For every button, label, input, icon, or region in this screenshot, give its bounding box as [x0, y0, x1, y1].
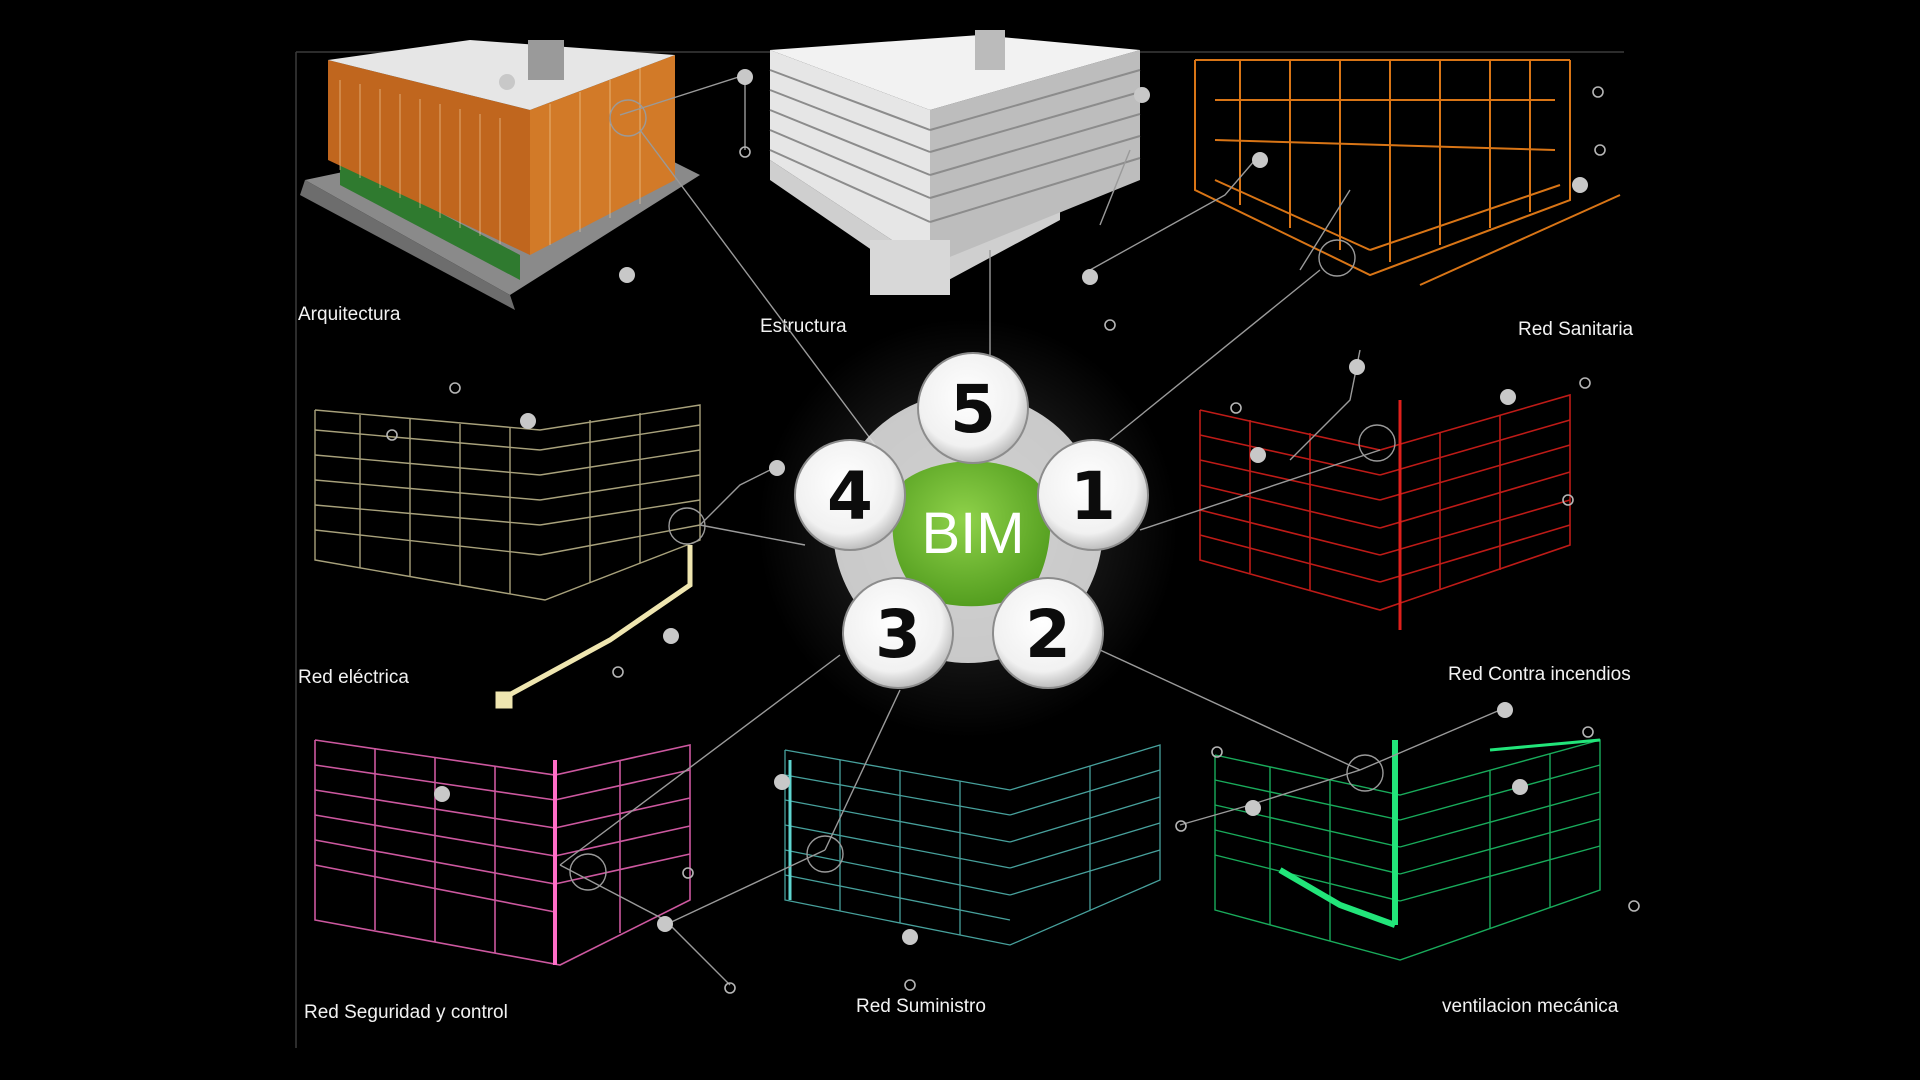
- panel-label-red-suministro: Red Suministro: [856, 996, 986, 1017]
- panel-ventilacion-mecanica: ventilacion mecánica: [1214, 738, 1619, 1017]
- hub-number-4: 4: [827, 458, 873, 535]
- bim-center-blob: [892, 461, 1051, 607]
- panel-label-red-contra-incendios: Red Contra incendios: [1448, 664, 1631, 685]
- panel-red-suministro: Red Suministro: [784, 744, 1161, 1017]
- hub-number-1: 1: [1070, 458, 1116, 535]
- panel-label-ventilacion-mecanica: ventilacion mecánica: [1442, 996, 1619, 1017]
- panel-label-red-electrica: Red eléctrica: [298, 667, 409, 688]
- hub-circle-2: 2: [992, 577, 1104, 689]
- panel-label-estructura: Estructura: [760, 316, 847, 337]
- panel-red-seguridad-control: Red Seguridad y control: [304, 739, 691, 1023]
- bim-hub: BIM 5 1 2 3 4: [758, 318, 1178, 738]
- panel-label-red-sanitaria: Red Sanitaria: [1518, 319, 1634, 340]
- panel-estructura: Estructura: [760, 30, 1141, 337]
- hub-circle-4: 4: [794, 439, 906, 551]
- panel-arquitectura: Arquitectura: [298, 40, 700, 325]
- panel-label-arquitectura: Arquitectura: [298, 304, 401, 325]
- hub-number-3: 3: [875, 596, 921, 673]
- hub-circle-1: 1: [1037, 439, 1149, 551]
- panel-label-red-seguridad-control: Red Seguridad y control: [304, 1002, 508, 1023]
- hub-number-5: 5: [950, 371, 996, 448]
- panel-red-sanitaria: Red Sanitaria: [1194, 59, 1634, 340]
- panel-red-electrica: Red eléctrica: [298, 404, 701, 709]
- bim-center-label: BIM: [921, 501, 1024, 566]
- panel-red-contra-incendios: Red Contra incendios: [1199, 393, 1631, 685]
- hub-circle-3: 3: [842, 577, 954, 689]
- hub-number-2: 2: [1025, 596, 1071, 673]
- hub-circle-5: 5: [917, 352, 1029, 464]
- connector-nodes: [386, 69, 1640, 994]
